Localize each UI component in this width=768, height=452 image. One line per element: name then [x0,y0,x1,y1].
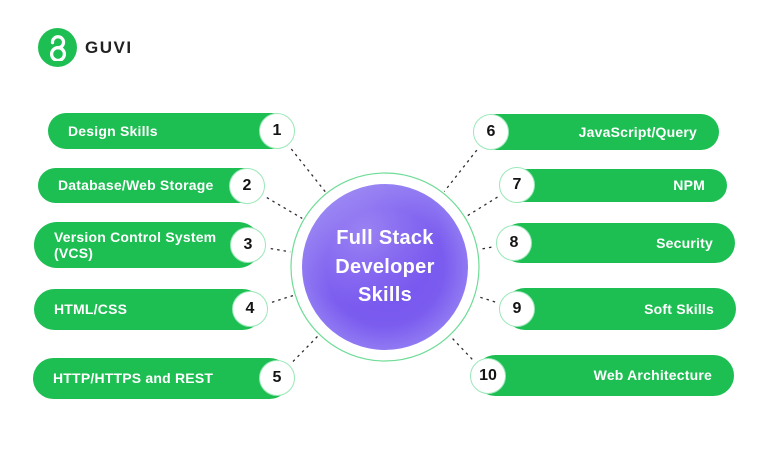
skill-number-badge: 1 [259,113,295,149]
skill-pill-version-control-system: Version Control System (VCS) [34,222,261,268]
connector-line [466,196,498,217]
skill-pill-http-https-rest: HTTP/HTTPS and REST [33,358,290,399]
skill-label: Version Control System (VCS) [54,228,217,261]
skill-label: JavaScript/Query [578,123,697,140]
skill-label: Design Skills [68,122,158,139]
skill-number-badge: 9 [499,291,535,327]
skill-pill-soft-skills: Soft Skills [504,288,736,330]
connector-line [271,294,294,303]
guvi-logo: GUVI [38,28,133,67]
connector-line [479,246,492,251]
connector-line [292,335,319,362]
connector-line [450,336,473,360]
skill-number-badge: 10 [470,358,506,394]
skill-pill-database-web-storage: Database/Web Storage [38,168,260,203]
guvi-logo-mark [38,28,77,67]
center-circle: Full Stack Developer Skills [302,184,468,350]
brand-name: GUVI [85,37,133,57]
skill-pill-npm: NPM [504,169,727,202]
skill-pill-web-architecture: Web Architecture [475,355,734,396]
skill-number-badge: 5 [259,360,295,396]
skill-pill-javascript-query: JavaScript/Query [478,114,719,150]
skill-number-badge: 2 [229,168,265,204]
center-title-line: Developer [335,255,435,278]
skill-number-badge: 3 [230,227,266,263]
connector-line [476,295,496,303]
skill-pill-html-css: HTML/CSS [34,289,263,330]
skill-number-badge: 7 [499,167,535,203]
center-title-line: Skills [357,284,413,307]
skill-label: Web Architecture [593,367,712,384]
skill-number-badge: 4 [232,291,268,327]
skill-label: Database/Web Storage [58,177,214,194]
skill-number-badge: 6 [473,114,509,150]
skill-number-badge: 8 [496,225,532,261]
skill-label: Soft Skills [644,300,714,317]
skill-pill-design-skills: Design Skills [48,113,290,149]
skill-label: Security [656,234,713,251]
guvi-g-icon [49,34,66,61]
connector-line [290,148,326,193]
skill-label: HTML/CSS [54,301,128,318]
connector-line [443,149,478,192]
skill-pill-security: Security [501,223,735,263]
skill-label: NPM [673,177,705,194]
connector-line [270,247,291,253]
connector-line [266,197,303,219]
skill-label: HTTP/HTTPS and REST [53,370,214,387]
center-title-line: Full Stack [336,227,434,250]
